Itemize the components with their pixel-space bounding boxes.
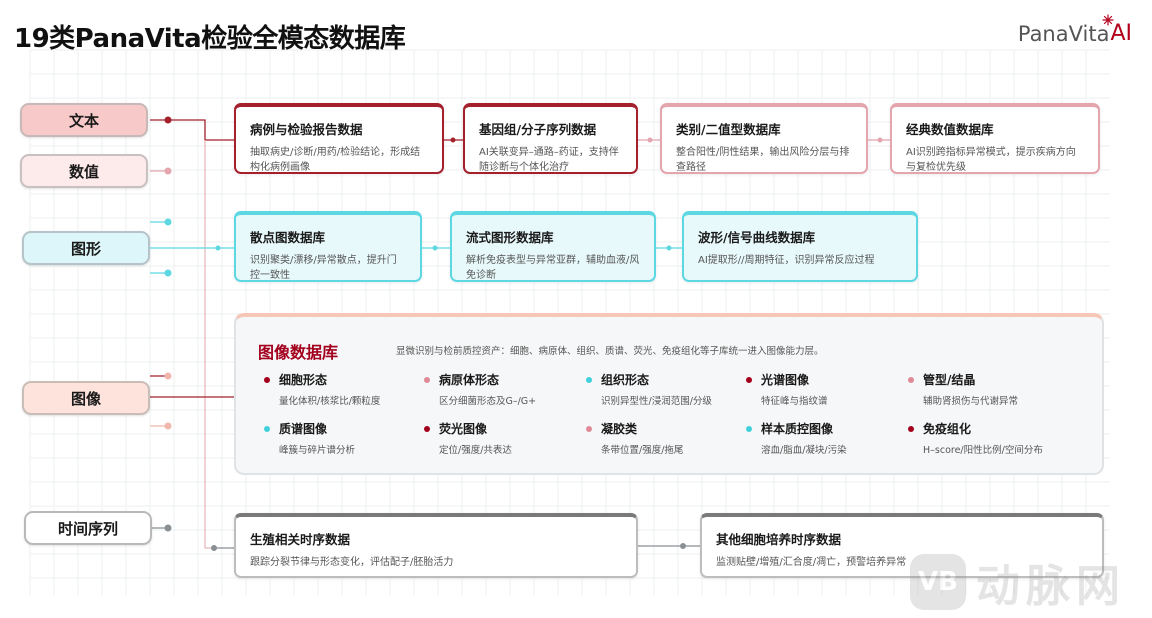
- db-card-waveform[interactable]: 波形/信号曲线数据库 AI提取形//周期特征，识别异常反应过程: [682, 211, 918, 282]
- bullet-dot-icon: [586, 376, 592, 383]
- bullet-dot-icon: [264, 425, 270, 432]
- db-card-case-report[interactable]: 病例与检验报告数据 抽取病史/诊断/用药/检验结论，形成结构化病例画像: [234, 103, 444, 174]
- item-desc: 条带位置/强度/拖尾: [601, 445, 684, 456]
- image-subdb-item[interactable]: 病原体形态 区分细菌形态及G–/G+: [424, 371, 574, 408]
- image-subdb-item[interactable]: 光谱图像 特征峰与指纹谱: [746, 371, 896, 408]
- watermark-text: 动脉网: [976, 561, 1126, 612]
- item-title: 组织形态: [601, 373, 650, 387]
- item-title: 细胞形态: [279, 373, 328, 387]
- card-desc: 抽取病史/诊断/用药/检验结论，形成结构化病例画像: [250, 147, 421, 173]
- card-desc: 监测贴壁/增殖/汇合度/凋亡，预警培养异常: [716, 557, 907, 568]
- panavita-logo: PanaVita AI: [1017, 14, 1132, 46]
- card-title: 病例与检验报告数据: [250, 122, 363, 137]
- item-title: 质谱图像: [279, 422, 328, 436]
- image-subdb-item[interactable]: 细胞形态 量化体积/核浆比/颗粒度: [264, 371, 414, 408]
- db-card-categorical[interactable]: 类别/二值型数据库 整合阳性/阴性结果，输出风险分层与排查路径: [660, 103, 868, 174]
- item-desc: 定位/强度/共表达: [439, 445, 512, 456]
- card-desc: AI提取形//周期特征，识别异常反应过程: [698, 255, 875, 266]
- bullet-dot-icon: [264, 376, 270, 383]
- card-title: 流式图形数据库: [466, 230, 554, 245]
- image-subdb-item[interactable]: 管型/结晶 辅助肾损伤与代谢异常: [908, 371, 1058, 408]
- image-subdb-item[interactable]: 样本质控图像 溶血/脂血/凝块/污染: [746, 420, 896, 457]
- db-card-scatter[interactable]: 散点图数据库 识别聚类/漂移/异常散点，提升门控一致性: [234, 211, 422, 282]
- card-desc: 解析免疫表型与异常亚群，辅助血液/风免诊断: [466, 255, 640, 281]
- item-title: 免疫组化: [923, 422, 972, 436]
- bullet-dot-icon: [908, 376, 914, 383]
- card-title: 基因组/分子序列数据: [479, 122, 597, 137]
- modality-image[interactable]: 图像: [22, 381, 150, 415]
- card-title: 类别/二值型数据库: [676, 122, 781, 137]
- card-title: 经典数值数据库: [906, 122, 994, 137]
- card-title: 散点图数据库: [250, 230, 326, 245]
- item-desc: 溶血/脂血/凝块/污染: [761, 445, 847, 456]
- bullet-dot-icon: [908, 425, 914, 432]
- db-card-flow[interactable]: 流式图形数据库 解析免疫表型与异常亚群，辅助血液/风免诊断: [450, 211, 656, 282]
- card-desc: AI关联变异–通路–药证，支持伴随诊断与个体化治疗: [479, 147, 619, 173]
- watermark-logo-icon: VB: [910, 554, 966, 610]
- bullet-dot-icon: [424, 425, 430, 432]
- item-desc: H–score/阳性比例/空间分布: [923, 445, 1043, 456]
- item-title: 光谱图像: [761, 373, 810, 387]
- logo-text: PanaVita: [1017, 22, 1110, 46]
- spark-icon: [1102, 14, 1114, 26]
- card-title: 波形/信号曲线数据库: [698, 230, 816, 245]
- item-desc: 量化体积/核浆比/颗粒度: [279, 396, 381, 407]
- db-card-reproductive-timeseries[interactable]: 生殖相关时序数据 跟踪分裂节律与形态变化，评估配子/胚胎活力: [234, 513, 638, 578]
- watermark: VB 动脉网: [910, 552, 1150, 612]
- item-desc: 峰簇与碎片谱分析: [279, 445, 356, 456]
- item-desc: 识别异型性/浸润范围/分级: [601, 396, 712, 407]
- db-card-culture-timeseries[interactable]: 其他细胞培养时序数据 监测贴壁/增殖/汇合度/凋亡，预警培养异常: [700, 513, 1104, 578]
- item-title: 凝胶类: [601, 422, 638, 436]
- image-subdb-item[interactable]: 组织形态 识别异型性/浸润范围/分级: [586, 371, 736, 408]
- card-title: 生殖相关时序数据: [250, 532, 351, 547]
- card-desc: AI识别跨指标异常模式，提示疾病方向与复检优先级: [906, 147, 1076, 173]
- db-card-numeric[interactable]: 经典数值数据库 AI识别跨指标异常模式，提示疾病方向与复检优先级: [890, 103, 1100, 174]
- item-title: 管型/结晶: [923, 373, 976, 387]
- db-card-genome[interactable]: 基因组/分子序列数据 AI关联变异–通路–药证，支持伴随诊断与个体化治疗: [463, 103, 638, 174]
- modality-graphic[interactable]: 图形: [22, 231, 150, 265]
- bullet-dot-icon: [424, 376, 430, 383]
- image-db-subtitle: 显微识别与检前质控资产：细胞、病原体、组织、质谱、荧光、免疫组化等子库统一进入图…: [396, 346, 824, 357]
- item-title: 样本质控图像: [761, 422, 834, 436]
- bullet-dot-icon: [586, 425, 592, 432]
- item-title: 荧光图像: [439, 422, 488, 436]
- card-title: 其他细胞培养时序数据: [716, 532, 842, 547]
- item-desc: 区分细菌形态及G–/G+: [439, 396, 537, 407]
- card-desc: 跟踪分裂节律与形态变化，评估配子/胚胎活力: [250, 557, 454, 568]
- card-desc: 整合阳性/阴性结果，输出风险分层与排查路径: [676, 147, 850, 173]
- item-title: 病原体形态: [439, 373, 500, 387]
- item-desc: 特征峰与指纹谱: [761, 396, 828, 407]
- logo-ai: AI: [1110, 21, 1132, 46]
- image-subdb-item[interactable]: 质谱图像 峰簇与碎片谱分析: [264, 420, 414, 457]
- image-subdb-item[interactable]: 免疫组化 H–score/阳性比例/空间分布: [908, 420, 1058, 457]
- modality-timeseries[interactable]: 时间序列: [24, 511, 152, 545]
- bullet-dot-icon: [746, 425, 752, 432]
- image-subdb-item[interactable]: 荧光图像 定位/强度/共表达: [424, 420, 574, 457]
- item-desc: 辅助肾损伤与代谢异常: [923, 396, 1019, 407]
- card-desc: 识别聚类/漂移/异常散点，提升门控一致性: [250, 255, 397, 281]
- image-subdb-item[interactable]: 凝胶类 条带位置/强度/拖尾: [586, 420, 736, 457]
- image-database-panel[interactable]: 图像数据库 显微识别与检前质控资产：细胞、病原体、组织、质谱、荧光、免疫组化等子…: [234, 313, 1104, 475]
- image-db-title: 图像数据库: [258, 343, 339, 362]
- page-title: 19类PanaVita检验全模态数据库: [14, 24, 406, 54]
- modality-numeric[interactable]: 数值: [20, 154, 148, 188]
- bullet-dot-icon: [746, 376, 752, 383]
- modality-text[interactable]: 文本: [20, 103, 148, 137]
